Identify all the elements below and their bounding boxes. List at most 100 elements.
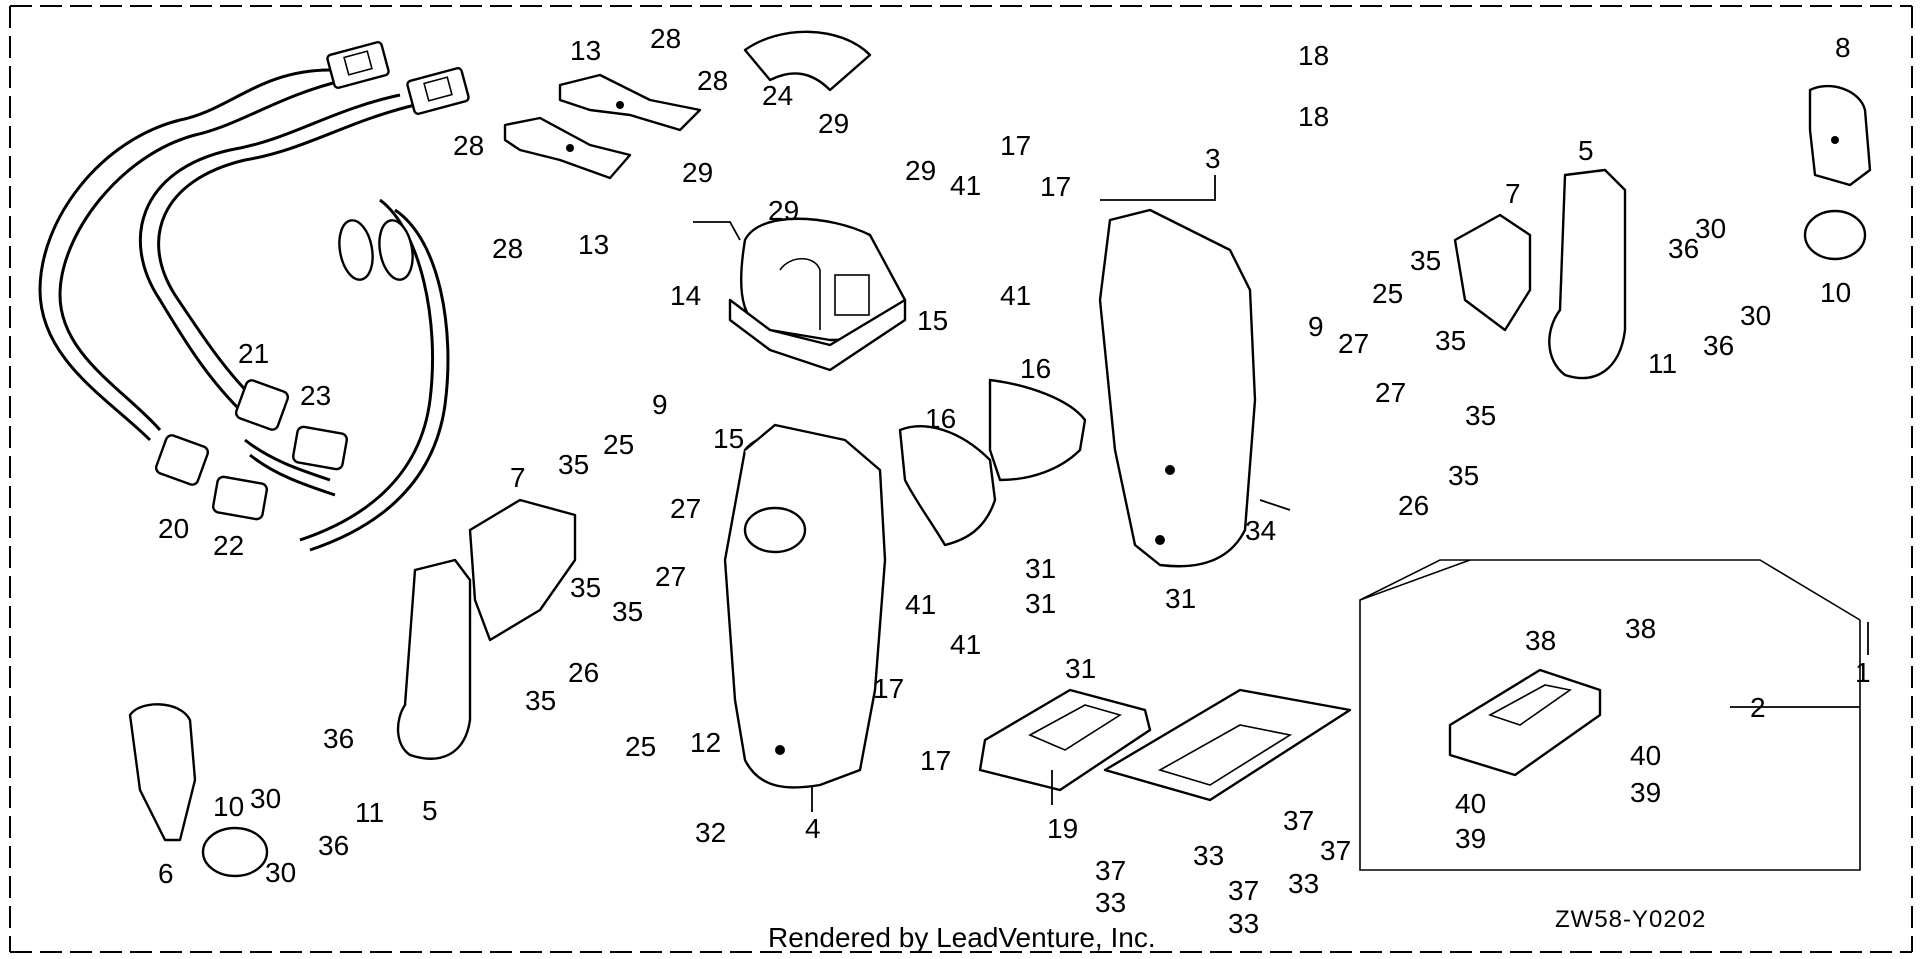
callout-26a: 26 — [1398, 490, 1429, 521]
callout-35c: 35 — [1465, 400, 1496, 431]
callout-35g: 35 — [612, 596, 643, 627]
callout-33a: 33 — [1193, 840, 1224, 871]
callout-27d: 27 — [655, 561, 686, 592]
callout-37a: 37 — [1283, 805, 1314, 836]
callout-30d: 30 — [265, 857, 296, 888]
callout-40b: 40 — [1455, 788, 1486, 819]
gasket-16-back — [988, 378, 1087, 482]
callout-41c: 41 — [905, 589, 936, 620]
callout-31a: 31 — [1025, 553, 1056, 584]
callout-28a: 28 — [650, 23, 681, 54]
callout-35f: 35 — [570, 572, 601, 603]
callout-17b: 17 — [1040, 171, 1071, 202]
callout-36b: 36 — [1703, 330, 1734, 361]
callout-19: 19 — [1047, 813, 1078, 844]
callout-27a: 27 — [1338, 328, 1369, 359]
control-housing-3 — [1098, 208, 1257, 568]
callout-5b: 5 — [422, 795, 438, 826]
callout-39b: 39 — [1455, 823, 1486, 854]
lever-7-left — [468, 498, 577, 642]
callout-35e: 35 — [558, 449, 589, 480]
callout-33c: 33 — [1288, 868, 1319, 899]
callout-25c: 25 — [625, 731, 656, 762]
callout-41a: 41 — [950, 170, 981, 201]
callout-7b: 7 — [510, 462, 526, 493]
callout-35d: 35 — [1448, 460, 1479, 491]
callout-10a: 10 — [1820, 277, 1851, 308]
callout-16a: 16 — [1020, 353, 1051, 384]
callout-28c: 28 — [453, 130, 484, 161]
callout-24: 24 — [762, 80, 793, 111]
callout-27b: 27 — [1375, 377, 1406, 408]
lever-5-right — [1548, 168, 1627, 380]
control-housing-4 — [723, 423, 887, 789]
callout-40a: 40 — [1630, 740, 1661, 771]
callout-labels: 1 2 3 4 5 5 6 7 7 8 9 9 10 10 11 11 12 1… — [158, 23, 1871, 939]
leader-lines — [693, 175, 1869, 812]
callout-15b: 15 — [713, 423, 744, 454]
callout-18b: 18 — [1298, 101, 1329, 132]
callout-37d: 37 — [1320, 835, 1351, 866]
grommet-10-right — [1803, 209, 1867, 261]
callout-17a: 17 — [1000, 130, 1031, 161]
gasket-16-front — [898, 425, 997, 547]
callout-33b: 33 — [1095, 887, 1126, 918]
callout-18a: 18 — [1298, 40, 1329, 71]
callout-25b: 25 — [603, 429, 634, 460]
callout-28d: 28 — [492, 233, 523, 264]
diagram-code: ZW58-Y0202 — [1555, 906, 1706, 933]
callout-3: 3 — [1205, 143, 1221, 174]
callout-8: 8 — [1835, 32, 1851, 63]
callout-41d: 41 — [950, 629, 981, 660]
callout-29d: 29 — [905, 155, 936, 186]
callout-6: 6 — [158, 858, 174, 889]
assembly-outline-1 — [1359, 559, 1861, 871]
callout-35h: 35 — [525, 685, 556, 716]
callout-30c: 30 — [250, 783, 281, 814]
callout-31c: 31 — [1165, 583, 1196, 614]
callout-15a: 15 — [917, 305, 948, 336]
callout-20: 20 — [158, 513, 189, 544]
callout-37b: 37 — [1095, 855, 1126, 886]
callout-26b: 26 — [568, 657, 599, 688]
callout-10b: 10 — [213, 791, 244, 822]
callout-41b: 41 — [1000, 280, 1031, 311]
callout-38a: 38 — [1525, 625, 1556, 656]
callout-13a: 13 — [570, 35, 601, 66]
callout-39a: 39 — [1630, 777, 1661, 808]
spacer-plate-19 — [978, 688, 1152, 792]
wire-harness — [38, 41, 470, 552]
grommet-10-left — [201, 826, 269, 878]
lever-7-right — [1453, 213, 1532, 332]
callout-9b: 9 — [652, 389, 668, 420]
callout-13b: 13 — [578, 229, 609, 260]
callout-36a: 36 — [1668, 233, 1699, 264]
callout-2: 2 — [1750, 692, 1766, 723]
callout-11b: 11 — [355, 797, 384, 828]
lever-5-left — [396, 558, 472, 760]
bracket-13 — [503, 73, 702, 180]
callout-38b: 38 — [1625, 613, 1656, 644]
spacer-plate-2 — [1448, 668, 1602, 777]
callout-29c: 29 — [768, 195, 799, 226]
callout-35b: 35 — [1435, 325, 1466, 356]
gasket-plate — [1103, 688, 1352, 802]
callout-29b: 29 — [682, 157, 713, 188]
callout-36c: 36 — [323, 723, 354, 754]
callout-23: 23 — [300, 380, 331, 411]
diagram-border — [9, 5, 1913, 953]
callout-32: 32 — [695, 817, 726, 848]
callout-30a: 30 — [1695, 213, 1726, 244]
callout-17d: 17 — [920, 745, 951, 776]
handle-8 — [1808, 84, 1872, 187]
callout-29a: 29 — [818, 108, 849, 139]
credit-text: Rendered by LeadVenture, Inc. — [768, 922, 1156, 953]
callout-4: 4 — [805, 813, 821, 844]
callout-11a: 11 — [1648, 348, 1677, 379]
callout-31b: 31 — [1025, 588, 1056, 619]
callout-7a: 7 — [1505, 178, 1521, 209]
callout-21: 21 — [238, 338, 269, 369]
cover-24 — [743, 30, 872, 92]
callout-1: 1 — [1855, 657, 1871, 688]
